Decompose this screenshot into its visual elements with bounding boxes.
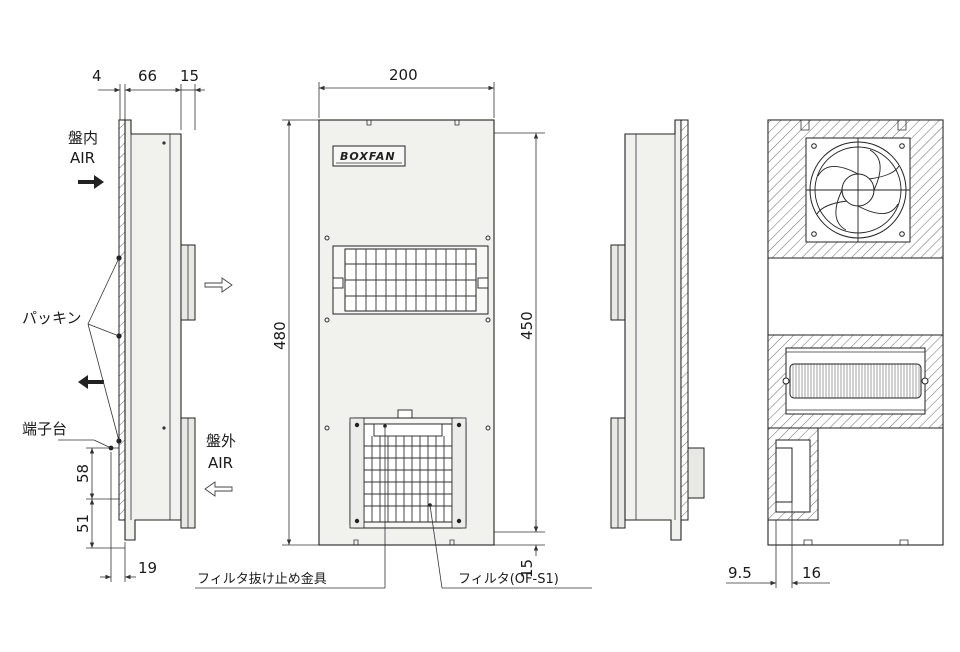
dim-side-19: 19: [138, 559, 157, 577]
dim-front-450: 450: [518, 311, 536, 340]
side-view: 4 66 15 盤内 AIR 盤外 AIR パッキン: [22, 67, 236, 582]
label-inside-air-2: AIR: [70, 149, 95, 167]
dim-rear-9-5: 9.5: [728, 564, 752, 582]
label-outside-air-2: AIR: [208, 454, 233, 472]
dim-side-66: 66: [138, 67, 157, 85]
side-view-right: [610, 119, 705, 541]
label-filter-fitting: フィルタ抜け止め金具: [197, 571, 327, 587]
label-terminal: 端子台: [22, 420, 67, 438]
fan-icon: [806, 138, 910, 242]
dim-rear-16: 16: [802, 564, 821, 582]
dim-side-4: 4: [92, 67, 102, 85]
dim-front-200: 200: [389, 66, 418, 84]
label-outside-air-1: 盤外: [206, 432, 236, 450]
air-out-arrow-icon: [78, 375, 104, 389]
dim-front-480: 480: [271, 321, 289, 350]
lower-filter: [349, 409, 467, 529]
section-view: 9.5 16: [726, 119, 944, 588]
air-exhaust-arrow-icon: [204, 277, 233, 293]
dim-side-51: 51: [74, 514, 92, 533]
upper-fan-grille: [332, 245, 489, 315]
brand-logo: BOXFAN: [340, 150, 396, 163]
label-filter: フィルタ(OF-S1): [458, 572, 559, 587]
front-view: 200 480 450 15 BOXFAN: [195, 66, 592, 589]
label-gasket: パッキン: [22, 309, 82, 327]
dim-front-15: 15: [518, 559, 536, 578]
label-inside-air-1: 盤内: [68, 129, 98, 147]
dim-side-15: 15: [180, 67, 199, 85]
dim-side-58: 58: [74, 464, 92, 483]
air-intake-arrow-icon: [204, 481, 233, 497]
air-in-arrow-icon: [78, 175, 104, 189]
